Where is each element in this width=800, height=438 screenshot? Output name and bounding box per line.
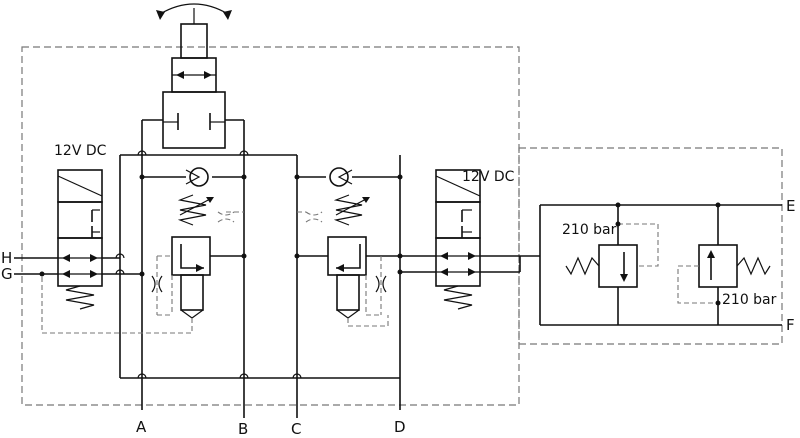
port-label-f: F	[786, 316, 795, 334]
port-label-g: G	[1, 265, 13, 283]
right-counterbalance-valve	[294, 194, 403, 327]
port-label-c: C	[291, 420, 301, 438]
port-lines	[119, 150, 401, 418]
port-label-a: A	[136, 418, 147, 436]
left-solenoid-voltage-label: 12V DC	[54, 143, 107, 159]
relief-valve-block-boundary	[518, 147, 783, 345]
port-label-e: E	[786, 197, 795, 215]
right-check-valve	[294, 167, 403, 187]
relief-valve-1-pressure-label: 210 bar	[562, 222, 617, 238]
port-label-d: D	[394, 418, 406, 436]
port-label-h: H	[1, 249, 12, 267]
relief-valve-1	[565, 205, 659, 325]
left-check-valve	[139, 167, 247, 187]
rotary-actuator	[141, 3, 245, 160]
relief-valve-2	[677, 205, 771, 325]
left-solenoid-valve	[57, 169, 145, 310]
relief-valve-block	[539, 202, 782, 326]
port-label-b: B	[238, 420, 248, 438]
left-counterbalance-valve	[41, 194, 247, 334]
main-valve-block-boundary	[21, 46, 520, 406]
right-solenoid-voltage-label: 12V DC	[462, 169, 515, 185]
right-solenoid-valve	[397, 169, 540, 310]
relief-valve-2-pressure-label: 210 bar	[722, 292, 777, 308]
